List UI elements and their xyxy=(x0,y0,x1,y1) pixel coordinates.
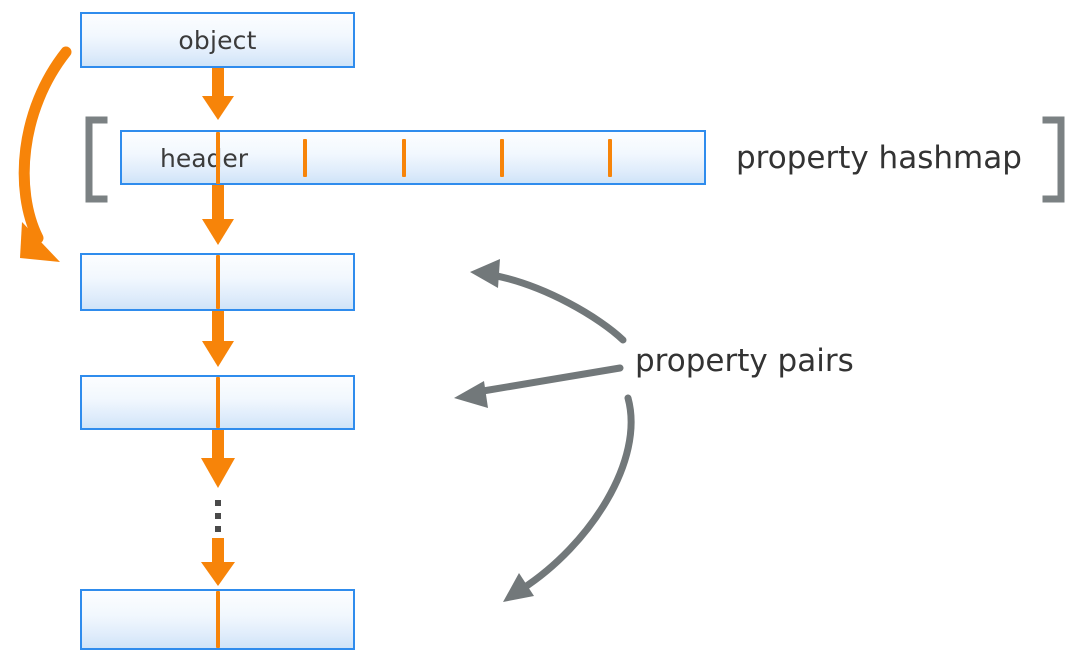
pairs-arrow-upper xyxy=(470,259,627,344)
orange-arrow-object-to-hashmap xyxy=(202,68,234,120)
chain-segment-pair-3 xyxy=(216,591,220,648)
object-box-label: object xyxy=(178,25,257,55)
orange-arrow-pair-2-to-ellipsis xyxy=(201,430,235,488)
orange-curved-arrow-object-to-chain xyxy=(18,46,72,262)
orange-arrow-pair-1-to-pair-2 xyxy=(202,311,234,367)
hashmap-label: property hashmap xyxy=(736,140,1022,176)
chain-segment-pair-1 xyxy=(216,255,220,309)
object-box: object xyxy=(80,12,355,68)
property-pairs-label: property pairs xyxy=(635,343,854,379)
pairs-arrow-lower xyxy=(503,394,635,602)
bracket-close xyxy=(1042,116,1065,203)
ellipsis-dot-2 xyxy=(215,513,221,519)
header-label: header xyxy=(160,144,249,173)
orange-arrow-ellipsis-to-pair-3 xyxy=(201,538,235,586)
ellipsis-dot-3 xyxy=(215,526,221,532)
bracket-open xyxy=(85,116,108,203)
hashmap-slot-divider-4 xyxy=(608,139,612,177)
ellipsis-dot-1 xyxy=(215,500,221,506)
hashmap-slot-divider-2 xyxy=(402,139,406,177)
chain-segment-hashmap xyxy=(216,132,220,184)
orange-arrow-hashmap-to-pair-1 xyxy=(202,185,234,245)
hashmap-slot-divider-3 xyxy=(500,139,504,177)
hashmap-slot-divider-1 xyxy=(303,139,307,177)
chain-segment-pair-2 xyxy=(216,377,220,428)
pairs-arrow-middle xyxy=(454,364,624,408)
